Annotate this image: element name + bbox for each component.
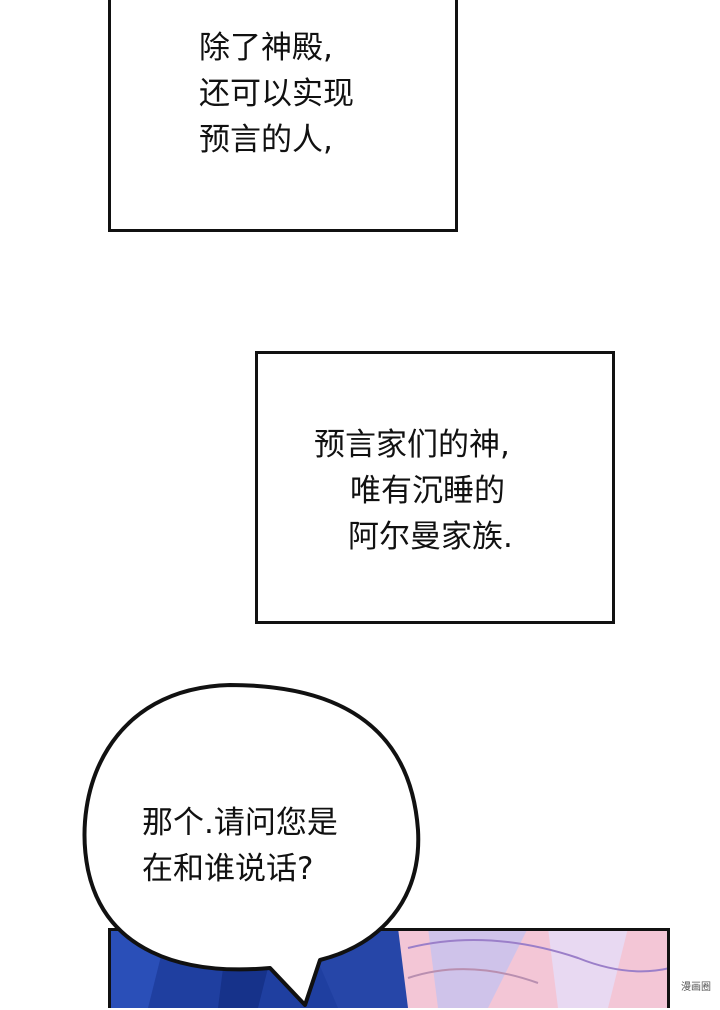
- narration-line: 还可以实现: [199, 76, 354, 112]
- narration-line: 唯有沉睡的: [350, 473, 505, 509]
- narration-line: 预言的人,: [199, 122, 333, 158]
- watermark-label: 漫画圈: [678, 977, 714, 994]
- speech-bubble-text: 那个.请问您是 在和谁说话?: [142, 800, 338, 892]
- narration-box-2: 预言家们的神, 唯有沉睡的 阿尔曼家族.: [255, 351, 615, 624]
- narration-line: 除了神殿,: [199, 30, 333, 66]
- narration-line: 阿尔曼家族.: [348, 519, 513, 555]
- narration-line: 预言家们的神,: [314, 427, 510, 463]
- speech-line: 在和谁说话?: [142, 851, 314, 887]
- speech-bubble: [82, 683, 421, 1007]
- narration-text-2: 预言家们的神, 唯有沉睡的 阿尔曼家族.: [314, 422, 513, 560]
- speech-line: 那个.请问您是: [142, 805, 338, 841]
- narration-text-1: 除了神殿, 还可以实现 预言的人,: [199, 25, 354, 163]
- narration-box-1: 除了神殿, 还可以实现 预言的人,: [108, 0, 458, 232]
